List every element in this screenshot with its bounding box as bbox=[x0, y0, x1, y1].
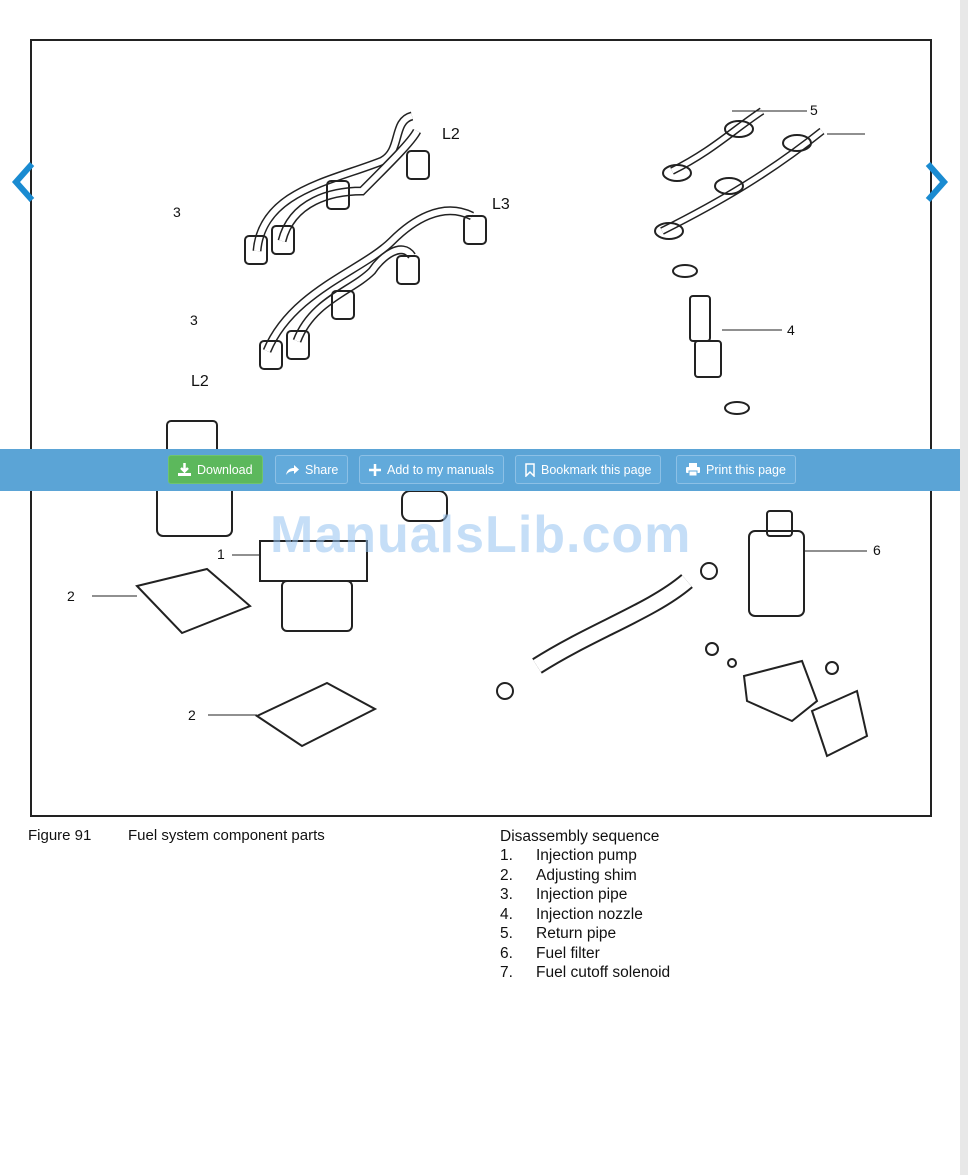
item-text: Injection pipe bbox=[536, 886, 628, 903]
add-label: Add to my manuals bbox=[387, 462, 494, 477]
item-text: Fuel cutoff solenoid bbox=[536, 964, 671, 981]
list-item: 1. Injection pump bbox=[500, 846, 670, 866]
callout-l3: L3 bbox=[492, 196, 510, 213]
download-button[interactable]: Download bbox=[168, 455, 263, 484]
callout-3: 3 bbox=[173, 204, 181, 220]
share-icon bbox=[286, 464, 299, 475]
callout-6: 6 bbox=[873, 542, 881, 558]
bookmark-button[interactable]: Bookmark this page bbox=[515, 455, 662, 484]
list-item: 6. Fuel filter bbox=[500, 944, 670, 964]
item-text: Injection pump bbox=[536, 847, 637, 864]
list-item: 7. Fuel cutoff solenoid bbox=[500, 963, 670, 983]
item-text: Adjusting shim bbox=[536, 866, 637, 884]
print-label: Print this page bbox=[706, 462, 786, 477]
item-text: Injection nozzle bbox=[536, 905, 643, 923]
prev-page-button[interactable] bbox=[10, 160, 40, 204]
figure-number: Figure 91 bbox=[28, 827, 92, 844]
scrollbar[interactable] bbox=[960, 0, 968, 1175]
item-number: 1. bbox=[500, 847, 513, 864]
download-icon bbox=[178, 463, 191, 476]
callout-5: 5 bbox=[810, 102, 818, 118]
bookmark-label: Bookmark this page bbox=[541, 462, 652, 477]
callout-1: 1 bbox=[217, 546, 225, 562]
item-number: 4. bbox=[500, 905, 513, 923]
list-item: 2. Adjusting shim bbox=[500, 866, 670, 886]
plus-icon bbox=[369, 463, 381, 476]
chevron-right-icon bbox=[925, 162, 949, 202]
download-label: Download bbox=[197, 462, 253, 477]
item-number: 2. bbox=[500, 866, 513, 884]
print-button[interactable]: Print this page bbox=[676, 455, 796, 484]
watermark: ManualsLib.com bbox=[270, 506, 692, 564]
printer-icon bbox=[686, 463, 700, 476]
chevron-left-icon bbox=[11, 162, 35, 202]
list-item: 3. Injection pipe bbox=[500, 885, 670, 905]
item-number: 7. bbox=[500, 964, 513, 981]
figure-title: Fuel system component parts bbox=[128, 827, 325, 844]
next-page-button[interactable] bbox=[922, 160, 952, 204]
item-number: 6. bbox=[500, 944, 513, 962]
item-text: Fuel filter bbox=[536, 944, 600, 962]
share-button[interactable]: Share bbox=[275, 455, 349, 484]
list-item: 5. Return pipe bbox=[500, 924, 670, 944]
disassembly-sequence: Disassembly sequence 1. Injection pump 2.… bbox=[500, 827, 670, 983]
sequence-title: Disassembly sequence bbox=[500, 828, 660, 845]
callout-2: 2 bbox=[188, 707, 196, 723]
parts-diagram: L2 L3 3 3 L2 5 4 1 2 2 6 bbox=[30, 39, 932, 817]
item-number: 3. bbox=[500, 886, 513, 903]
item-number: 5. bbox=[500, 925, 513, 942]
parts-illustration bbox=[92, 107, 869, 758]
callout-l2: L2 bbox=[191, 373, 209, 390]
action-toolbar: Download Share Add to my manuals Bookmar… bbox=[0, 449, 968, 491]
callout-3: 3 bbox=[190, 312, 198, 328]
callout-l2: L2 bbox=[442, 126, 460, 143]
bookmark-icon bbox=[525, 462, 535, 477]
add-to-my-manuals-button[interactable]: Add to my manuals bbox=[359, 455, 504, 484]
callout-4: 4 bbox=[787, 322, 795, 338]
list-item: 4. Injection nozzle bbox=[500, 905, 670, 925]
callout-2: 2 bbox=[67, 588, 75, 604]
item-text: Return pipe bbox=[536, 925, 617, 942]
share-label: Share bbox=[305, 462, 339, 477]
